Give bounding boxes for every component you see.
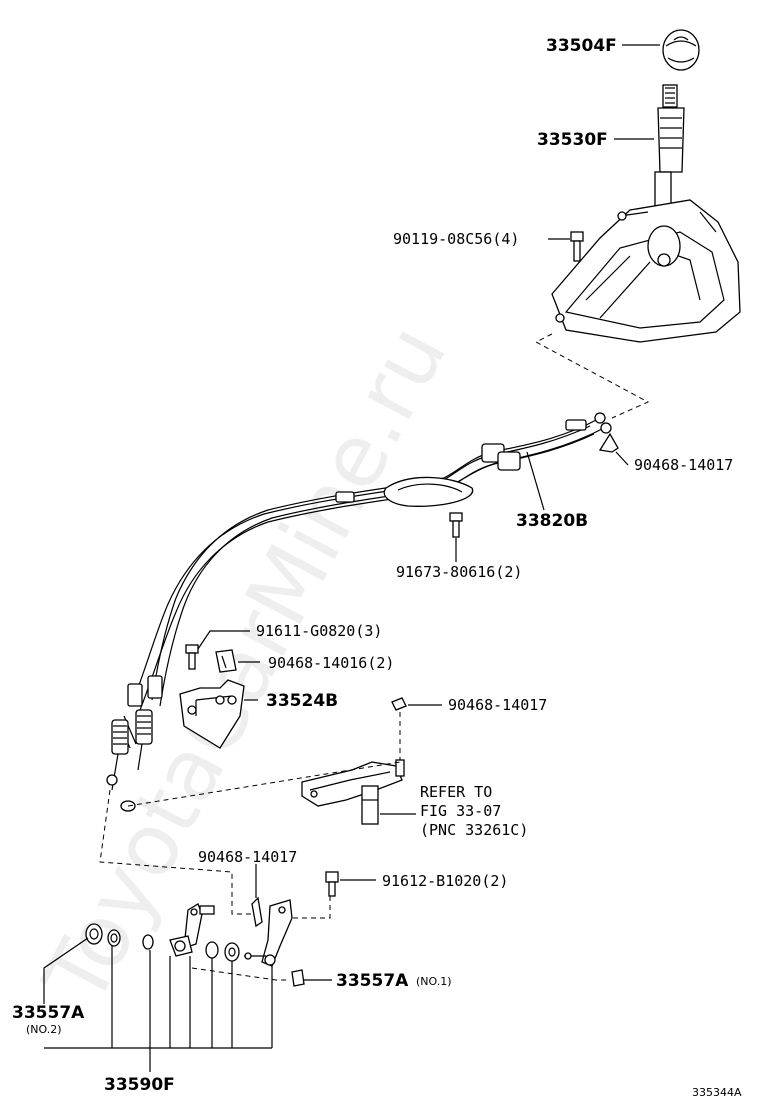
callout-bolt-4: 90119-08C56(4) — [393, 230, 519, 248]
bolt-91612 — [325, 871, 339, 897]
bolt-91611 — [185, 644, 199, 670]
shift-boot — [654, 84, 685, 209]
shift-cable-assembly — [106, 412, 612, 812]
refer-line-3: (PNC 33261C) — [420, 821, 528, 839]
bolt-91673 — [449, 512, 463, 538]
callout-bolt-2: 91673-80616(2) — [396, 563, 522, 581]
callout-knob: 33504F — [546, 36, 617, 56]
clip-90468-mid — [391, 697, 407, 711]
refer-line-2: FIG 33-07 — [420, 802, 501, 820]
figure-id: 335344A — [692, 1086, 742, 1099]
clip-90468-top — [598, 432, 619, 453]
callout-bushing-no2: 33557A — [12, 1003, 85, 1023]
callout-clip-low: 90468-14017 — [198, 848, 297, 866]
clip-90468-low — [251, 896, 263, 928]
callout-bushing-no1-note: (NO.1) — [416, 975, 452, 988]
callout-bolt-low: 91612-B1020(2) — [382, 872, 508, 890]
bracket-33524b — [179, 679, 245, 749]
callout-cable: 33820B — [516, 511, 588, 531]
clip-90468-14016 — [215, 649, 237, 673]
washer-leaders — [44, 946, 273, 1072]
bolt-90119 — [570, 231, 584, 262]
callout-bushing-no2-note: (NO.2) — [26, 1023, 62, 1036]
callout-clip-2: 90468-14016(2) — [268, 654, 394, 672]
callout-washer: 33590F — [104, 1075, 175, 1095]
callout-bracket: 33524B — [266, 691, 338, 711]
watermark: ToyotaCarMine.ru — [25, 310, 466, 1021]
callout-bushing-no1: 33557A — [336, 971, 409, 991]
shift-housing — [551, 199, 741, 343]
shift-knob — [662, 29, 700, 71]
transmission-lever — [301, 759, 405, 825]
callout-clip-mid: 90468-14017 — [448, 696, 547, 714]
refer-line-1: REFER TO — [420, 783, 492, 801]
lower-bracket — [169, 899, 293, 967]
callout-boot: 33530F — [537, 130, 608, 150]
callout-bolt-3: 91611-G0820(3) — [256, 622, 382, 640]
callout-clip-top: 90468-14017 — [634, 456, 733, 474]
